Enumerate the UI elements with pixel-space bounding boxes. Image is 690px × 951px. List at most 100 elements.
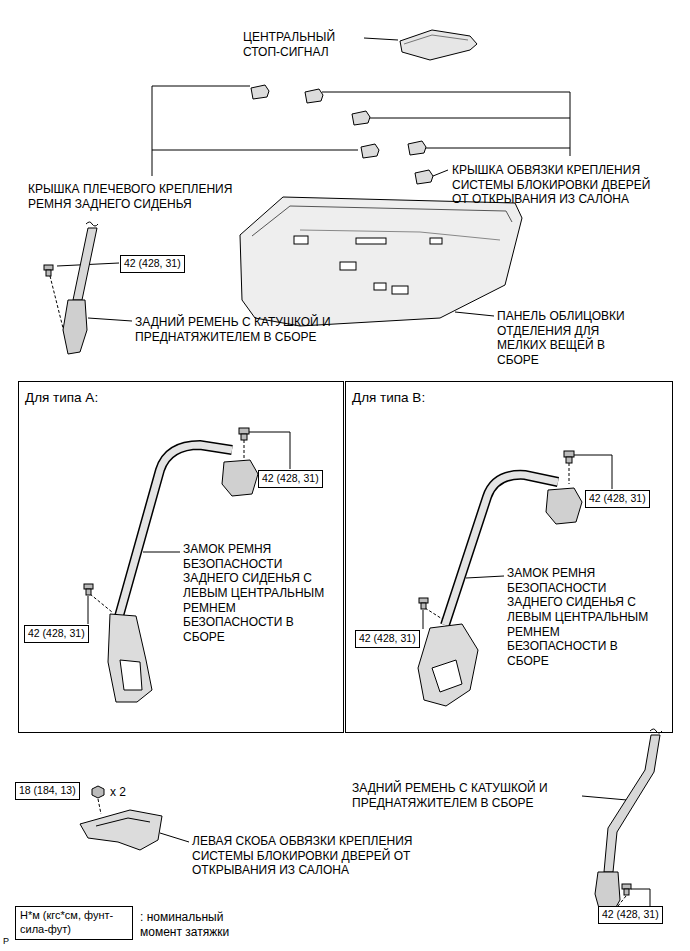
part-label: КРЫШКА ПЛЕЧЕВОГО КРЕПЛЕНИЯ РЕМНЯ ЗАДНЕГО…	[28, 182, 263, 211]
torque-spec-box: 18 (184, 13)	[15, 782, 80, 800]
part-label: КРЫШКА ОБВЯЗКИ КРЕПЛЕНИЯ СИСТЕМЫ БЛОКИРО…	[452, 163, 664, 207]
leader-line	[433, 170, 448, 176]
cover-clip	[251, 85, 269, 99]
panel-holes	[294, 236, 442, 294]
part-label: ПАНЕЛЬ ОБЛИЦОВКИ ОТДЕЛЕНИЯ ДЛЯ МЕЛКИХ ВЕ…	[497, 309, 647, 368]
bolt-axis	[98, 799, 101, 814]
panel-hole	[356, 238, 386, 244]
torque-spec-box: 42 (428, 31)	[598, 906, 663, 924]
leader-bracket	[322, 92, 570, 156]
retractor	[546, 488, 582, 524]
bolt-shank	[566, 457, 572, 463]
cover-clip	[415, 170, 433, 184]
part-label: ЛЕВАЯ СКОБА ОБВЯЗКИ КРЕПЛЕНИЯ СИСТЕМЫ БЛ…	[192, 834, 447, 878]
bolt-head	[44, 265, 53, 270]
nut	[92, 786, 104, 798]
lock-bracket	[80, 810, 162, 850]
cover-clip	[352, 111, 370, 125]
panel-hole	[430, 238, 442, 244]
leader-line	[631, 889, 650, 906]
leader-line	[426, 148, 570, 149]
leader-line	[143, 552, 180, 553]
cut-mark	[86, 222, 98, 226]
part-label: ЗАДНИЙ РЕМЕНЬ С КАТУШКОЙ И ПРЕДНАТЯЖИТЕЛ…	[352, 781, 580, 810]
bolt-axis	[90, 594, 112, 612]
leader-line	[574, 455, 612, 489]
bolt-head	[622, 884, 631, 889]
buckle	[108, 614, 152, 702]
cover-clip	[408, 141, 426, 155]
torque-value: 42 (428, 31)	[262, 472, 319, 486]
belt-webbing	[604, 735, 660, 872]
torque-spec-box: 42 (428, 31)	[120, 255, 185, 273]
torque-value: 42 (428, 31)	[602, 908, 659, 922]
buckle-slot	[120, 660, 142, 690]
leader-line	[160, 833, 189, 842]
part-label: ЗАМОК РЕМНЯ БЕЗОПАСНОСТИ ЗАДНЕГО СИДЕНЬЯ…	[507, 566, 662, 668]
torque-legend-box: Н*м (кгс*см, фунт-сила-фут)	[15, 906, 133, 940]
cover-clip	[305, 89, 323, 103]
bolt-shank	[46, 270, 51, 276]
buckle	[418, 624, 478, 706]
bolt-shank	[241, 434, 247, 440]
part-label: ЦЕНТРАЛЬНЫЙ СТОП-СИГНАЛ	[243, 30, 361, 59]
bolt-shank	[624, 889, 629, 895]
bolt	[622, 884, 631, 895]
belt-webbing	[73, 228, 97, 300]
panel-heading: Для типа A:	[19, 382, 343, 405]
leader-line	[370, 118, 570, 119]
panel-hole	[392, 286, 408, 294]
panel-heading: Для типа B:	[346, 382, 672, 405]
leader-line	[152, 150, 358, 151]
leader-line	[582, 796, 627, 800]
bolt-head	[564, 451, 574, 457]
bolt-head	[84, 584, 93, 589]
torque-spec-box: 42 (428, 31)	[24, 625, 89, 643]
variant-panel: Для типа B: 42 (428, 31) 42 (428, 31)	[345, 381, 673, 733]
torque-value: 42 (428, 31)	[124, 257, 181, 271]
leader-line	[88, 318, 132, 321]
leader-bracket	[152, 86, 250, 176]
leader-line	[364, 38, 398, 40]
torque-value: 42 (428, 31)	[359, 632, 416, 646]
buckle-slot	[432, 660, 462, 692]
torque-spec-box: 42 (428, 31)	[355, 630, 420, 648]
torque-value: 42 (428, 31)	[28, 627, 85, 641]
cover-clip	[361, 144, 379, 158]
panel-hole	[294, 236, 308, 244]
leader-line	[249, 432, 290, 469]
bolt-head	[239, 428, 249, 434]
torque-value: Н*м (кгс*см, фунт-сила-фут)	[20, 909, 128, 937]
page-mark: P	[3, 936, 9, 947]
part-label: ЗАМОК РЕМНЯ БЕЗОПАСНОСТИ ЗАДНЕГО СИДЕНЬЯ…	[183, 542, 335, 644]
leader-line	[423, 610, 424, 629]
bolt-shank	[421, 603, 426, 609]
bracket-edge	[96, 818, 150, 826]
panel-hole	[340, 262, 356, 270]
legend-text: : номинальный момент затяжки	[140, 910, 252, 939]
bolt-axis	[569, 463, 570, 484]
stop-light-edge	[404, 35, 468, 44]
torque-spec-box: 42 (428, 31)	[258, 470, 323, 488]
torque-spec-box: 42 (428, 31)	[585, 490, 650, 508]
stop-light	[400, 30, 477, 60]
bolt-shank	[86, 589, 91, 595]
panel-hole	[374, 283, 386, 290]
part-label: ЗАДНИЙ РЕМЕНЬ С КАТУШКОЙ И ПРЕДНАТЯЖИТЕЛ…	[135, 315, 340, 344]
quantity-note: x 2	[110, 785, 126, 800]
leader-line	[455, 312, 494, 316]
torque-value: 42 (428, 31)	[589, 492, 646, 506]
package-tray-panel	[240, 197, 522, 326]
belt-anchor	[63, 300, 87, 354]
panel-ridge	[300, 230, 500, 240]
torque-value: 18 (184, 13)	[19, 784, 76, 798]
bolt-head	[419, 598, 428, 603]
bolt-axis	[244, 440, 245, 462]
cover-clips	[251, 85, 433, 184]
variant-panel: Для типа A: 42 (428, 31) 42 (428, 31)	[18, 381, 344, 733]
bolt	[44, 265, 53, 276]
leader-line	[466, 576, 504, 578]
retractor	[222, 460, 258, 496]
leader-line	[88, 596, 89, 624]
